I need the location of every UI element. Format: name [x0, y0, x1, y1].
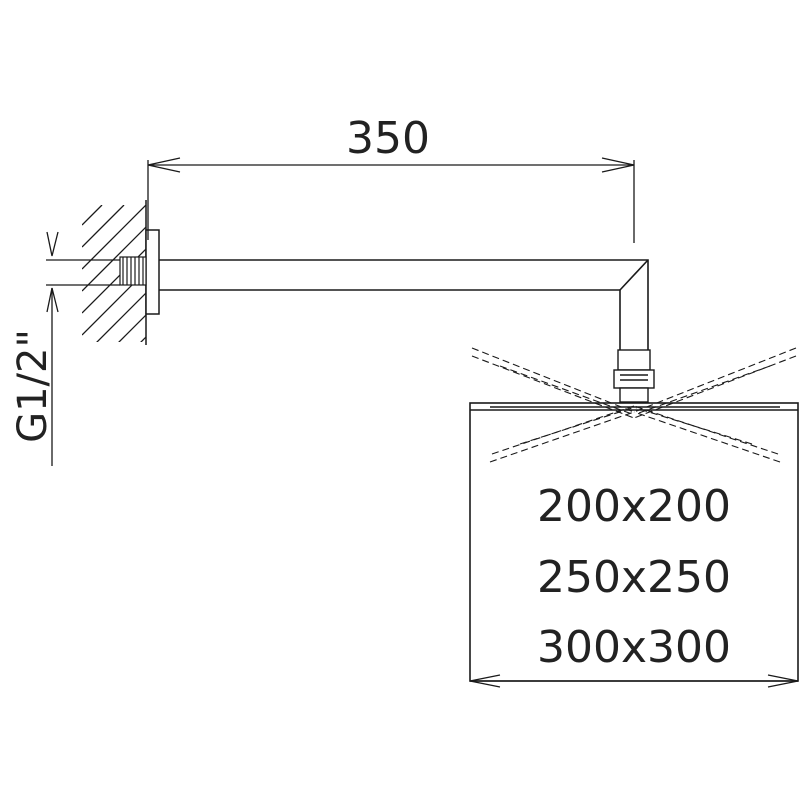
threaded-connector [119, 256, 147, 286]
thread-size-label: G1/2" [10, 329, 56, 443]
arm-length-dimension-line [147, 157, 635, 243]
shower-arm [159, 259, 649, 350]
wall-flange [145, 229, 160, 315]
head-size-label-2: 250x250 [537, 552, 731, 603]
head-size-label-3: 300x300 [537, 622, 731, 673]
thread-dimension-line [46, 231, 120, 466]
arm-length-label: 350 [346, 113, 430, 164]
wall-hatching [82, 205, 146, 342]
arm-nozzle-joint [613, 349, 655, 403]
width-dimension-line [469, 674, 799, 688]
head-size-label-1: 200x200 [537, 481, 731, 532]
